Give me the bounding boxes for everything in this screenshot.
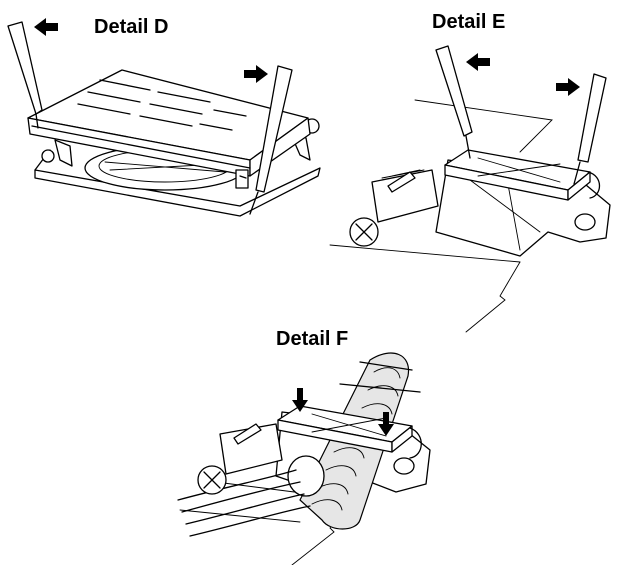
detail-e-title: Detail E [432,11,506,33]
detail-f-title: Detail F [276,328,349,350]
detail-d-illustration [7,18,321,217]
arrow-down-icon [292,388,308,412]
arrow-right-icon [556,78,580,96]
arrow-left-icon [466,53,490,71]
detail-d-title: Detail D [94,16,169,38]
cable-clip-f [277,361,422,459]
detail-e-illustration [329,45,611,333]
arrow-left-icon [34,18,58,36]
detail-f-illustration [177,352,431,566]
screw-terminal [371,169,439,223]
screwdriver-left-e [435,45,473,159]
arrow-right-icon [244,65,268,83]
cable-clip [444,149,601,201]
screwdriver-right [249,65,293,215]
screwdriver-right-e [573,73,607,185]
screw-icon [197,465,227,495]
arrow-down-icon [378,412,394,436]
screw-terminal-f [219,423,283,475]
screwdriver-left [7,21,43,129]
screw-icon [349,217,379,247]
